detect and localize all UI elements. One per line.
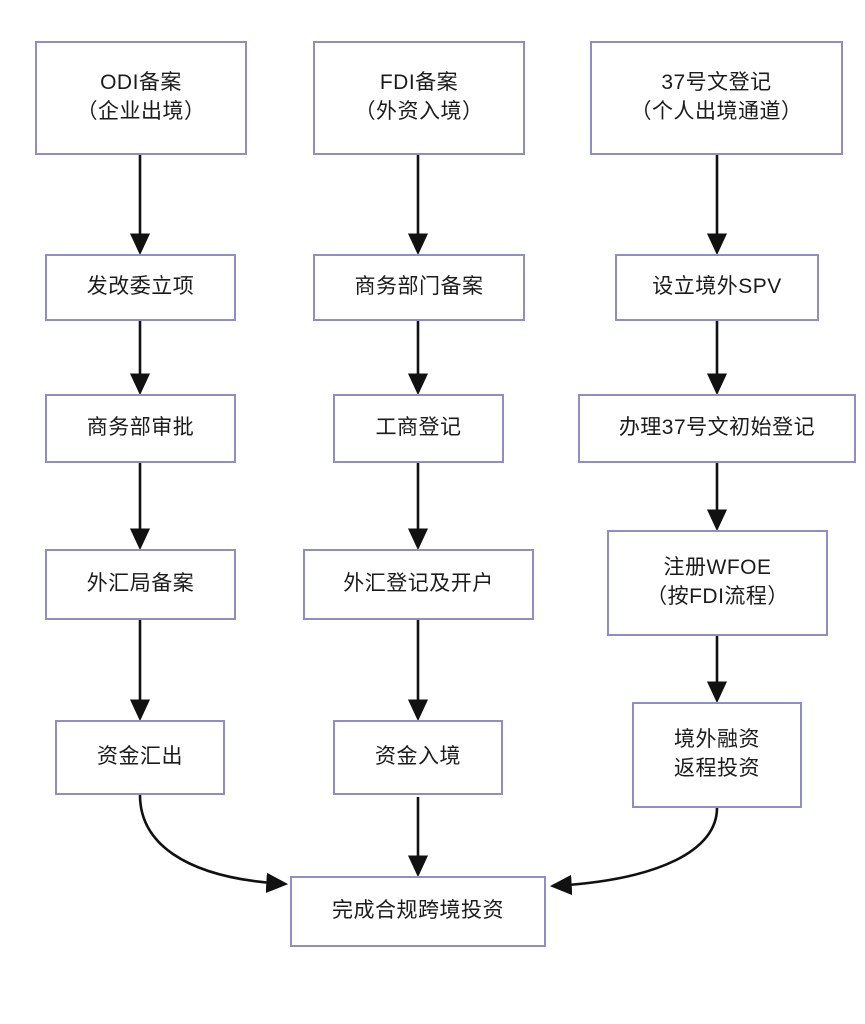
- node-fdi-5[interactable]: 资金入境: [333, 720, 503, 795]
- node-fdi-1-line1: FDI备案: [379, 71, 459, 95]
- node-odi-3-line1: 商务部审批: [86, 416, 195, 440]
- edge-c37-5-final: [549, 807, 719, 896]
- node-c37-1-line2: （个人出境通道）: [630, 100, 803, 123]
- node-c37-2-line1: 设立境外SPV: [652, 275, 782, 299]
- node-c37-3-line1: 办理37号文初始登记: [618, 416, 816, 440]
- node-odi-2-line1: 发改委立项: [86, 275, 195, 299]
- edge-group-converge: [138, 794, 719, 896]
- node-odi-1[interactable]: ODI备案 （企业出境）: [35, 41, 247, 155]
- node-odi-1-line2: （企业出境）: [76, 100, 206, 123]
- node-fdi-1-line2: （外资入境）: [354, 100, 484, 123]
- node-odi-5-line1: 资金汇出: [97, 745, 183, 769]
- node-final[interactable]: 完成合规跨境投资: [290, 876, 546, 947]
- node-fdi-3-line1: 工商登记: [375, 416, 462, 440]
- node-odi-4[interactable]: 外汇局备案: [45, 549, 236, 620]
- node-odi-3[interactable]: 商务部审批: [45, 394, 236, 463]
- node-fdi-2[interactable]: 商务部门备案: [313, 254, 525, 321]
- node-c37-4[interactable]: 注册WFOE （按FDI流程）: [607, 530, 828, 636]
- node-c37-5[interactable]: 境外融资 返程投资: [632, 702, 802, 808]
- node-c37-1-line1: 37号文登记: [661, 71, 772, 95]
- node-c37-3[interactable]: 办理37号文初始登记: [578, 394, 856, 463]
- node-odi-4-line1: 外汇局备案: [86, 572, 195, 596]
- node-c37-2[interactable]: 设立境外SPV: [615, 254, 819, 321]
- node-fdi-5-line1: 资金入境: [375, 745, 461, 769]
- node-c37-5-line2: 返程投资: [674, 757, 760, 780]
- node-odi-2[interactable]: 发改委立项: [45, 254, 236, 321]
- node-odi-1-line1: ODI备案: [100, 71, 182, 95]
- edge-odi-5-final: [138, 794, 289, 894]
- node-fdi-4-line1: 外汇登记及开户: [343, 572, 494, 596]
- node-c37-5-line1: 境外融资: [674, 728, 760, 752]
- node-c37-1[interactable]: 37号文登记 （个人出境通道）: [590, 41, 843, 155]
- node-fdi-1[interactable]: FDI备案 （外资入境）: [313, 41, 525, 155]
- node-fdi-3[interactable]: 工商登记: [333, 394, 504, 463]
- node-c37-4-line1: 注册WFOE: [663, 556, 772, 580]
- node-odi-5[interactable]: 资金汇出: [55, 720, 225, 795]
- node-final-line1: 完成合规跨境投资: [332, 899, 504, 923]
- node-fdi-4[interactable]: 外汇登记及开户: [303, 549, 534, 620]
- node-fdi-2-line1: 商务部门备案: [354, 275, 484, 299]
- node-c37-4-line2: （按FDI流程）: [646, 585, 789, 608]
